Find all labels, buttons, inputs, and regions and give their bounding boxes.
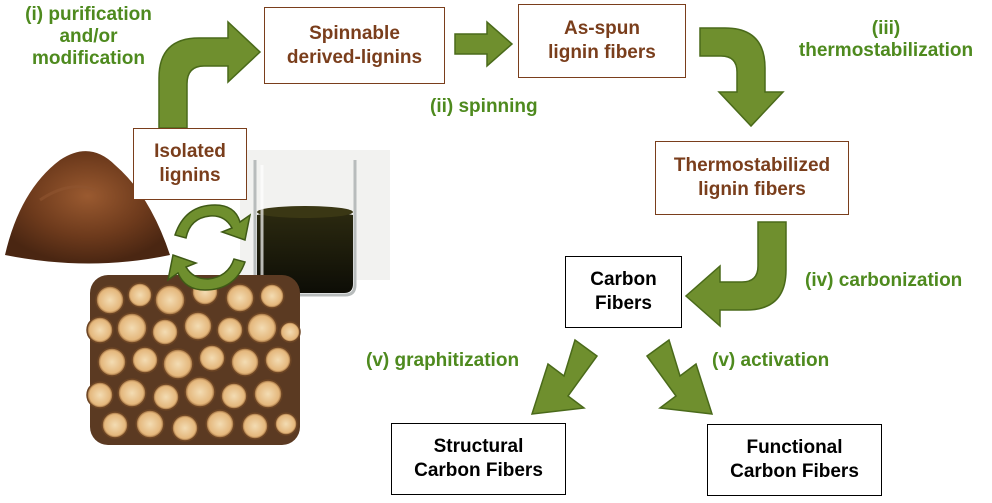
box-functional-carbon-fibers: Functional Carbon Fibers <box>707 424 882 496</box>
log-end <box>135 409 165 439</box>
box-spinnable-derived-lignins: Spinnable derived-lignins <box>264 7 445 84</box>
log-end <box>274 412 298 436</box>
label-carbonization: (iv) carbonization <box>805 270 963 291</box>
log-end <box>171 414 199 442</box>
label-purification: (i) purification and/or modification <box>25 4 152 69</box>
log-end <box>259 283 285 309</box>
log-end <box>225 283 255 313</box>
label-thermostabilization: (iii) thermostabilization <box>798 18 974 61</box>
log-end <box>241 412 269 440</box>
log-end <box>230 347 260 377</box>
log-end <box>101 411 129 439</box>
log-end <box>131 346 159 374</box>
arrow-graphitization <box>530 338 599 415</box>
box-structural-carbon-fibers: Structural Carbon Fibers <box>391 423 566 495</box>
log-end <box>152 383 180 411</box>
arrow-carbonization <box>684 221 787 328</box>
log-end <box>264 346 292 374</box>
log-end <box>162 348 194 380</box>
arrow-purification <box>158 20 262 129</box>
log-end <box>279 321 301 343</box>
arrow-thermostabilization <box>699 27 785 128</box>
box-as-spun-lignin-fibers: As-spun lignin fibers <box>518 4 686 78</box>
log-end <box>117 378 147 408</box>
wood-logs-image <box>86 275 301 445</box>
flow-arrows <box>158 20 787 415</box>
box-isolated-lignins: Isolated lignins <box>133 128 247 200</box>
log-end <box>184 376 216 408</box>
arrow-spinning <box>454 20 514 68</box>
log-end <box>183 311 213 341</box>
label-graphitization: (v) graphitization <box>366 350 520 371</box>
log-end <box>216 316 244 344</box>
log-end <box>86 381 114 409</box>
lignin-powder-image <box>5 151 170 264</box>
lignin-beaker-image <box>240 150 390 297</box>
log-end <box>151 318 179 346</box>
box-thermostabilized-lignin-fibers: Thermostabilized lignin fibers <box>655 141 849 215</box>
box-carbon-fibers: Carbon Fibers <box>565 256 682 328</box>
log-end <box>95 285 125 315</box>
log-end <box>154 284 186 316</box>
label-activation: (v) activation <box>712 350 830 371</box>
log-end <box>246 312 278 344</box>
log-end <box>220 382 248 410</box>
log-end <box>198 344 226 372</box>
label-spinning: (ii) spinning <box>430 96 538 117</box>
log-end <box>86 316 114 344</box>
log-end <box>253 379 283 409</box>
log-end <box>116 312 148 344</box>
arrow-activation <box>645 338 714 415</box>
log-end <box>127 282 153 308</box>
log-end <box>97 347 127 377</box>
log-end <box>205 409 235 439</box>
recycle-arrows-icon <box>166 204 252 291</box>
